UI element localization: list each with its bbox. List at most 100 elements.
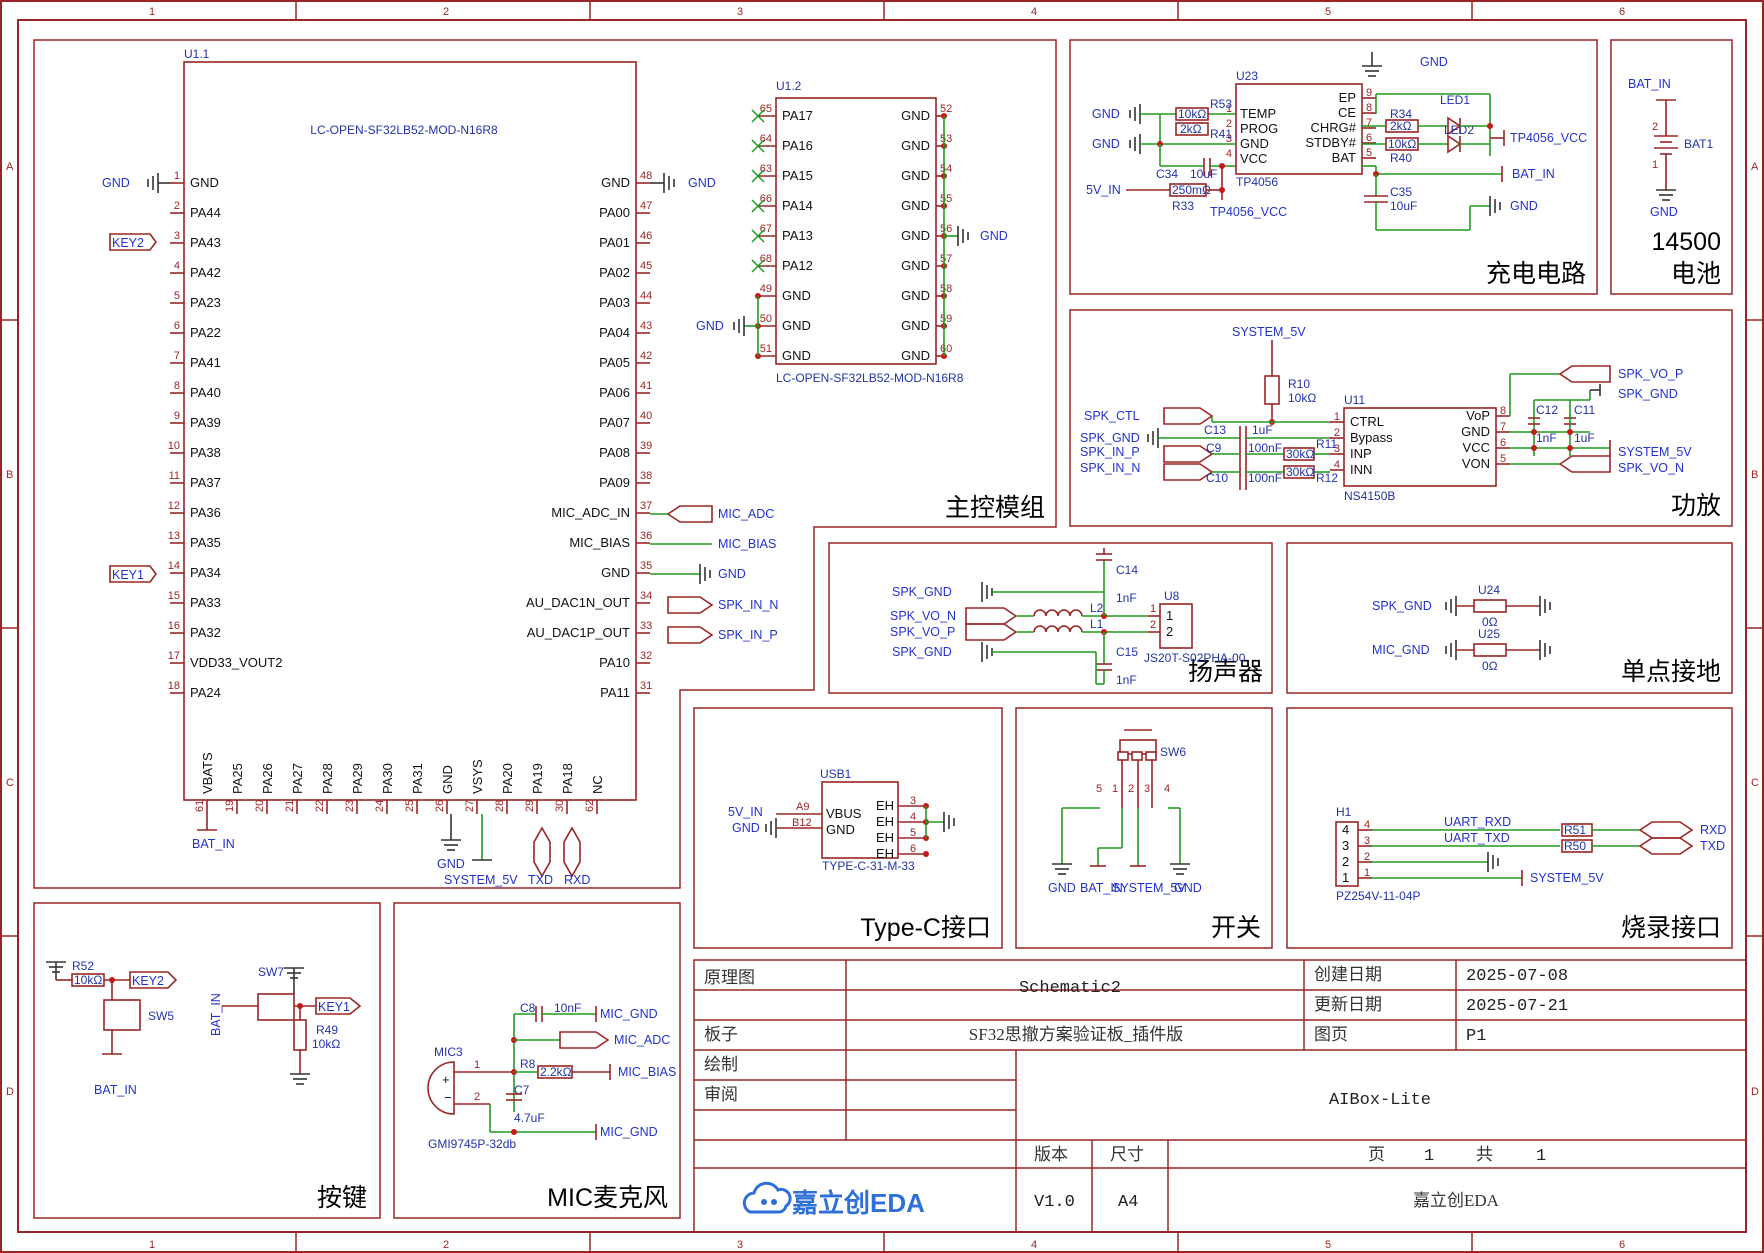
row-label-d-right: D [1751,1086,1759,1098]
r41-value: 2kΩ [1180,122,1202,136]
u1-pin-number: 14 [168,560,180,572]
h1-designator: H1 [1336,805,1352,819]
u1-pin-name: PA25 [230,763,245,794]
u1-pin-number: 18 [168,680,180,692]
u11-pin-number: 6 [1500,437,1506,449]
u1-pin-number: 41 [640,380,652,392]
tb-label-pg: 页 [1368,1145,1385,1164]
u1-pin-number: 3 [174,230,180,242]
u1-2-pin-number: 49 [760,283,772,295]
u1-2-pin-name: GND [901,318,930,333]
module-title-typec: Type-C接口 [860,914,991,942]
u1-pin-name: PA36 [190,505,221,520]
u1-pin-number: 38 [640,470,652,482]
no-connect-mark [751,259,765,273]
u1-right-pins: 48GND47PA0046PA0145PA0244PA0343PA0442PA0… [526,170,652,700]
u1-pin-number: 15 [168,590,180,602]
battery-net-bat-in: BAT_IN [1628,77,1671,91]
sw6-designator: SW6 [1160,745,1186,759]
u1-pin-number: 33 [640,620,652,632]
r12-value: 30kΩ [1286,465,1314,479]
col-label-5-bottom: 5 [1325,1239,1331,1251]
r49-value: 10kΩ [312,1037,340,1051]
u1-2-pin-name: GND [901,348,930,363]
charge-net-bat-in: BAT_IN [1512,167,1555,181]
amp-net-spk-ctl: SPK_CTL [1084,409,1140,423]
u23-pin-name: GND [1240,136,1269,151]
l2-designator: L2 [1090,601,1104,615]
r34-designator: R34 [1390,107,1412,121]
u1-pin-number: 45 [640,260,652,272]
u1-pin-name: PA10 [599,655,630,670]
u1-2-pin-name: GND [901,228,930,243]
burn-net-txd: TXD [1700,839,1725,853]
u1-pin-number: 27 [464,800,476,812]
net-port-spk-in-p: SPK_IN_P [718,628,778,642]
u11-pin-name: VCC [1463,440,1490,455]
u1-pin-name: MIC_ADC_IN [551,505,630,520]
switch-net-gnd: GND [1048,881,1076,895]
u1-pin-name: PA32 [190,625,221,640]
bat1-designator: BAT1 [1684,137,1713,151]
u1-gnd-symbol-bottom [441,814,461,851]
u1-pin-number: 6 [174,320,180,332]
c12-value: 1nF [1536,431,1557,445]
u1-bottom-nets: BAT_IN GND SYSTEM_5V TXD RXD [192,814,590,887]
net-label-system-5v-vsys: SYSTEM_5V [444,873,518,887]
gnd-net-spk-gnd: SPK_GND [1372,599,1432,613]
u1-2-pin-name: PA12 [782,258,813,273]
u1-2-pin-name: GND [901,108,930,123]
mic3-plus: + [442,1072,450,1087]
battery-gnd [1656,189,1676,201]
spk-net-gnd-top: SPK_GND [892,585,952,599]
amp-gnd-right [1590,384,1601,396]
charge-gnd-c35 [1489,196,1501,216]
c8-designator: C8 [520,1001,536,1015]
u1-left-nets: GND KEY2 KEY1 [102,173,170,583]
switch-circuit: SW6 5 1 2 3 4 GND BAT_IN SYSTEM_5V GND [1048,729,1202,895]
u1-pin-number: 32 [640,650,652,662]
typec-eh-number: 5 [910,827,916,839]
tb-label-page: 图页 [1314,1025,1348,1044]
u1-pin-name: PA29 [350,763,365,794]
u1-pin-name: GND [190,175,219,190]
u1-2-pin-name: GND [901,198,930,213]
u1-2-pin-number: 53 [940,133,952,145]
u11-pin-number: 7 [1500,421,1506,433]
charge-gnd-left-1 [1129,104,1141,124]
burn-net-uart-rxd: UART_RXD [1444,815,1511,829]
tb-company: 嘉立创EDA [1413,1191,1500,1210]
typec-gnd-right [943,812,955,832]
amp-net-system-5v-right: SYSTEM_5V [1618,445,1692,459]
u1-pin-number: 24 [374,800,386,812]
u1-pin-name: PA04 [599,325,630,340]
u1-pin-name: PA35 [190,535,221,550]
r10-designator: R10 [1288,377,1310,391]
col-label-6-bottom: 6 [1619,1239,1625,1251]
u1-pin-number: 31 [640,680,652,692]
u1-pin-number: 46 [640,230,652,242]
u1-pin-number: 12 [168,500,180,512]
u1-right-nets: GND MIC_ADC MIC_BIAS GND SPK_IN_N SPK_IN… [650,173,778,644]
u1-pin-name: GND [601,565,630,580]
gnd-u25-left [1445,640,1457,660]
u1-pin-number: 22 [314,800,326,812]
u1-bottom-pins: 61VBATS19PA2520PA2621PA2722PA2823PA2924P… [194,752,605,814]
col-label-2: 2 [443,6,449,18]
r34-value: 2kΩ [1390,119,1412,133]
u1-pin-name: PA27 [290,763,305,794]
u1-pin-number: 19 [224,800,236,812]
c11-designator: C11 [1574,403,1595,417]
keys-net-key1: KEY1 [318,1000,350,1014]
burn-gnd [1487,852,1499,872]
u1-2-pin-number: 59 [940,313,952,325]
u1-pin-name: PA43 [190,235,221,250]
u1-pin-name: PA08 [599,445,630,460]
no-connect-mark [751,169,765,183]
